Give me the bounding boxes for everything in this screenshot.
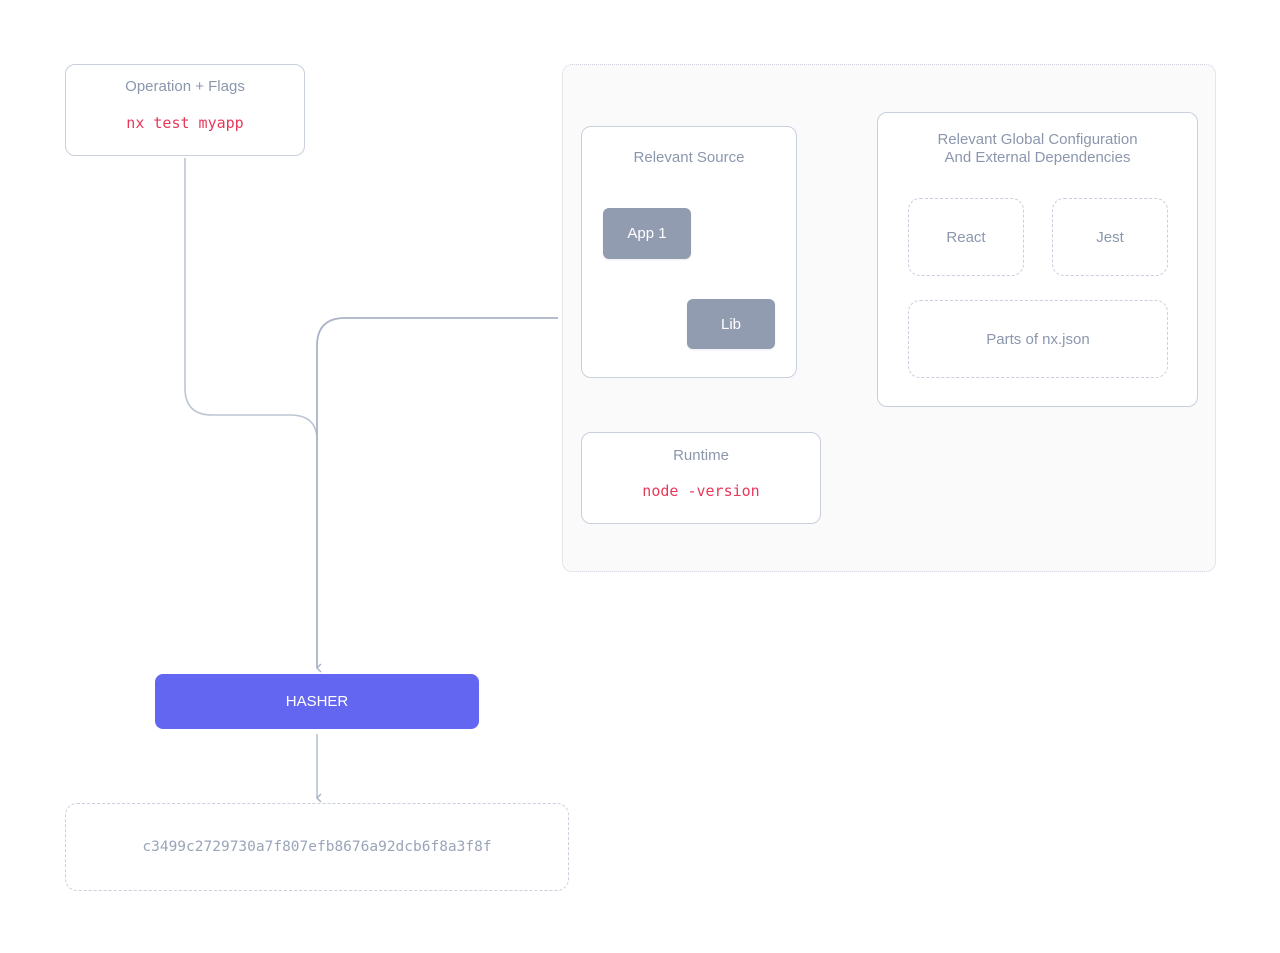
global-config-box: Relevant Global Configuration And Extern… — [877, 112, 1198, 407]
connector-group-to-hasher — [315, 317, 558, 673]
global-config-title-line2: And External Dependencies — [944, 149, 1131, 166]
runtime-command: node -version — [642, 482, 760, 500]
hasher-node: HASHER — [155, 674, 479, 729]
relevant-source-title: Relevant Source — [633, 149, 745, 166]
operation-command: nx test myapp — [126, 114, 244, 132]
connector-operation-to-hasher — [184, 158, 318, 441]
operation-title: Operation + Flags — [125, 78, 245, 95]
global-config-title-line1: Relevant Global Configuration — [937, 131, 1138, 148]
dependency-react: React — [908, 198, 1024, 276]
dependency-jest: Jest — [1052, 198, 1168, 276]
node-app-1: App 1 — [603, 208, 691, 259]
global-config-title: Relevant Global Configuration And Extern… — [878, 131, 1197, 167]
hash-output: c3499c2729730a7f807efb8676a92dcb6f8a3f8f — [65, 803, 569, 891]
config-nx-json: Parts of nx.json — [908, 300, 1168, 378]
runtime-box: Runtime node -version — [581, 432, 821, 524]
runtime-title: Runtime — [673, 447, 729, 464]
operation-box: Operation + Flags nx test myapp — [65, 64, 305, 156]
node-lib: Lib — [687, 299, 775, 349]
